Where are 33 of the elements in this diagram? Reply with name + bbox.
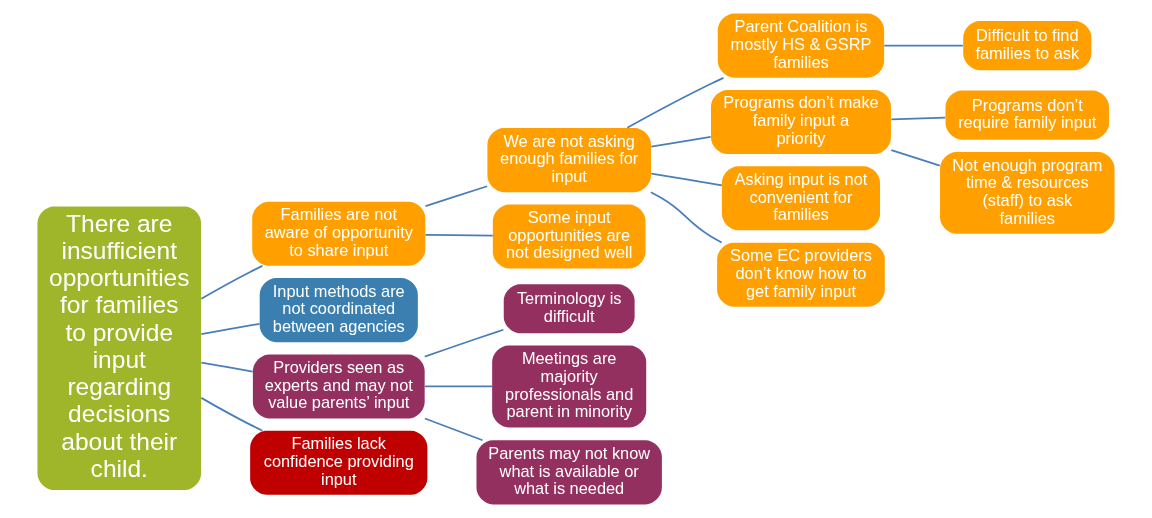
node-box: Programs don’t make family input a priority (711, 89, 891, 154)
node-box: Providers seen as experts and may not value parents’ input (252, 354, 425, 419)
connector (200, 322, 261, 335)
node-box: There are insufficient opportunities for families to provide input regarding decisions about their child. (37, 206, 202, 491)
connector (650, 172, 723, 187)
node-box: Some input opportunities are not designed well (492, 204, 646, 269)
node-box: Difficult to find families to ask (963, 21, 1092, 71)
node-box: Terminology is difficult (503, 284, 635, 334)
connector (423, 328, 505, 358)
node-box: Parents may not know what is available or what is needed (476, 440, 662, 505)
node-box: Not enough program time & resources (staff) to ask families (940, 151, 1115, 234)
node-box: We are not asking enough families for input (487, 128, 651, 193)
connector (200, 265, 264, 300)
connector (890, 149, 941, 167)
connector (200, 361, 254, 373)
node-box: Families are not aware of opportunity to share input (252, 201, 426, 266)
node-box: Asking input is not convenient for families (721, 166, 881, 231)
node-box: Some EC providers don’t know how to get family input (717, 242, 885, 307)
connector (424, 233, 494, 237)
node-box: Input methods are not coordinated between agencies (259, 278, 418, 343)
node-box: Parent Coalition is mostly HS & GSRP families (717, 13, 885, 78)
connector (424, 417, 484, 442)
node-box: Programs don’t require family input (945, 90, 1110, 140)
connector (649, 191, 723, 244)
connector (890, 116, 947, 121)
connector (200, 397, 264, 432)
node-box: Meetings are majority professionals and parent in minority (492, 345, 647, 428)
node-box: Families lack confidence providing input (250, 430, 428, 495)
connector (883, 44, 964, 47)
connector (650, 135, 712, 148)
connector (424, 185, 489, 208)
connector (424, 385, 493, 388)
connector (626, 77, 725, 129)
